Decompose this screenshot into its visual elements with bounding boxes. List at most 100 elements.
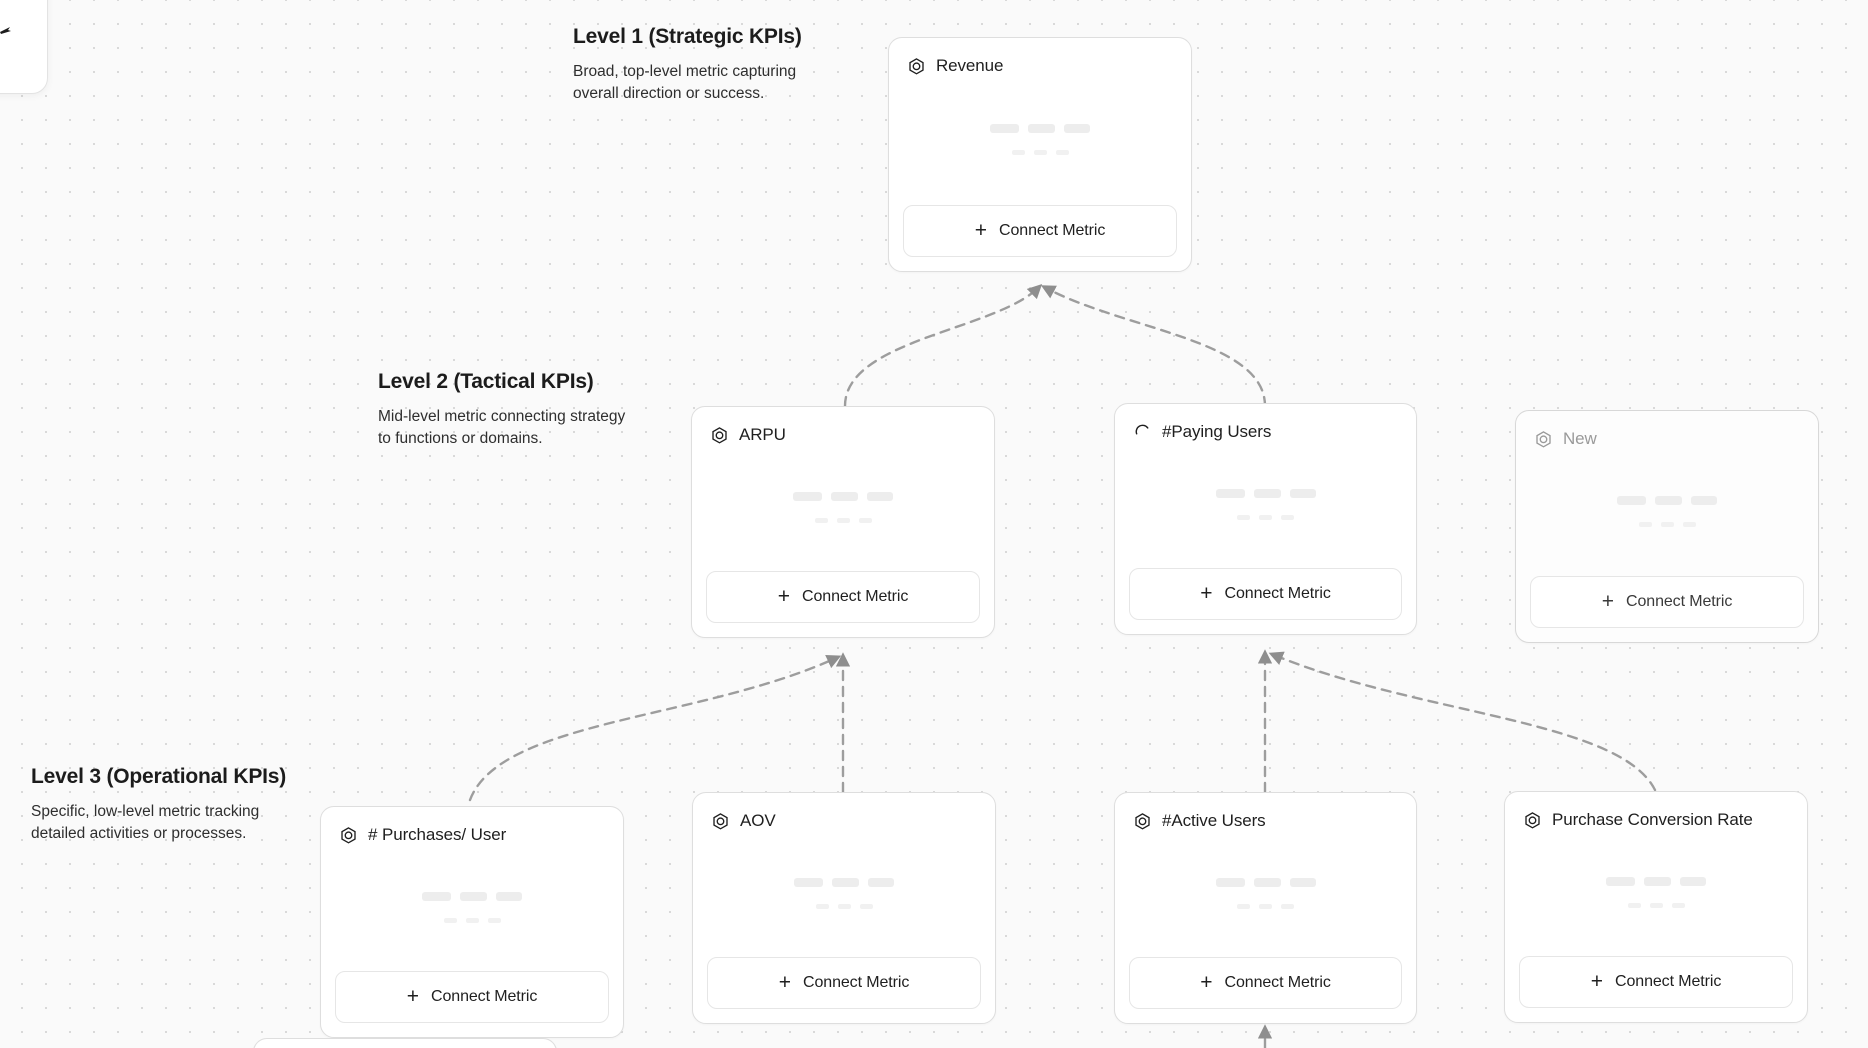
connect-metric-button[interactable]: + Connect Metric (1519, 956, 1793, 1008)
metric-node-purchase-conversion-rate[interactable]: Purchase Conversion Rate + Connect Metri… (1504, 791, 1808, 1023)
skeleton-bar (1215, 488, 1245, 498)
skeleton-bar (443, 917, 457, 923)
level-3-description: Specific, low-level metric tracking deta… (31, 803, 260, 843)
skeleton-bar (465, 917, 479, 923)
skeleton-bar (1028, 124, 1055, 133)
level-1-label-group: Level 1 (Strategic KPIs) Broad, top-leve… (573, 25, 823, 106)
skeleton-bar (1638, 522, 1652, 527)
skeleton-bar (859, 903, 873, 909)
node-header: ARPU (706, 421, 980, 445)
skeleton-bar (990, 124, 1019, 133)
node-skeleton-body (1129, 831, 1402, 957)
hexagon-metric-icon (1536, 430, 1551, 448)
level-3-title: Level 3 (Operational KPIs) (31, 765, 287, 788)
skeleton-bar (422, 891, 451, 901)
metric-node-arpu[interactable]: ARPU + Connect Metric (691, 406, 995, 638)
plus-icon: + (777, 584, 791, 608)
node-header: AOV (707, 807, 981, 831)
skeleton-bar (1259, 514, 1272, 520)
skeleton-bar (1682, 522, 1696, 527)
skeleton-bar (867, 491, 893, 501)
skeleton-row-primary (794, 877, 894, 887)
skeleton-bar (487, 917, 501, 923)
skeleton-bar (1660, 522, 1674, 527)
skeleton-bar (1281, 514, 1294, 520)
connect-metric-button[interactable]: + Connect Metric (1129, 957, 1402, 1009)
node-title: # Purchases/ User (368, 825, 507, 844)
node-skeleton-body (1129, 442, 1402, 568)
skeleton-row-secondary (1237, 514, 1294, 520)
skeleton-bar (794, 877, 823, 887)
hexagon-metric-icon (1525, 811, 1540, 829)
node-title: Revenue (936, 56, 1004, 75)
node-skeleton-body (335, 845, 609, 971)
skeleton-row-primary (1215, 488, 1316, 498)
connect-metric-label: Connect Metric (1615, 973, 1722, 990)
node-header: Purchase Conversion Rate (1519, 806, 1793, 830)
connect-metric-label: Connect Metric (1224, 585, 1331, 602)
connect-metric-button[interactable]: + Connect Metric (1129, 568, 1402, 620)
node-header: # Purchases/ User (335, 821, 609, 845)
skeleton-bar (1237, 903, 1250, 909)
metric-node-aov[interactable]: AOV + Connect Metric (692, 792, 996, 1024)
skeleton-bar (496, 891, 522, 901)
skeleton-row-secondary (1237, 903, 1294, 909)
connect-metric-label: Connect Metric (1626, 593, 1733, 610)
skeleton-bar (1691, 496, 1717, 505)
skeleton-row-secondary (1627, 902, 1685, 908)
node-header: #Paying Users (1129, 418, 1402, 442)
edge-conv-rate-to-paying-users (1268, 651, 1657, 792)
plus-icon: + (778, 970, 792, 994)
skeleton-bar (1253, 488, 1281, 498)
connect-metric-button[interactable]: + Connect Metric (903, 205, 1177, 257)
metric-node-partially-visible-bottom[interactable] (253, 1038, 557, 1048)
hexagon-metric-icon (341, 826, 356, 844)
connect-metric-label: Connect Metric (431, 988, 538, 1005)
floating-toolbar-panel[interactable] (0, 0, 48, 94)
connect-metric-button[interactable]: + Connect Metric (1530, 576, 1804, 628)
level-2-description: Mid-level metric connecting strategy to … (378, 408, 626, 448)
skeleton-bar (1215, 877, 1245, 887)
metric-node-purchases-per-user[interactable]: # Purchases/ User + Connect Metric (320, 806, 624, 1038)
metric-node-new[interactable]: New + Connect Metric (1515, 410, 1819, 643)
skeleton-bar (815, 903, 829, 909)
skeleton-bar (1617, 496, 1646, 505)
level-1-description: Broad, top-level metric capturing overal… (573, 63, 797, 103)
skeleton-row-primary (422, 891, 522, 901)
skeleton-row-primary (990, 124, 1090, 133)
skeleton-bar (1649, 902, 1663, 908)
node-title: Purchase Conversion Rate (1552, 810, 1753, 829)
skeleton-bar (832, 877, 859, 887)
hexagon-metric-icon (712, 426, 727, 444)
skeleton-row-secondary (815, 903, 873, 909)
skeleton-bar (1033, 150, 1047, 155)
skeleton-bar (1055, 150, 1069, 155)
connect-metric-label: Connect Metric (999, 222, 1106, 239)
skeleton-bar (814, 517, 828, 523)
metric-node-paying-users[interactable]: #Paying Users + Connect Metric (1114, 403, 1417, 635)
edge-purchases-to-arpu (468, 655, 842, 802)
node-skeleton-body (706, 445, 980, 571)
plus-icon: + (406, 984, 420, 1008)
connect-metric-button[interactable]: + Connect Metric (706, 571, 980, 623)
skeleton-bar (836, 517, 850, 523)
skeleton-bar (1011, 150, 1025, 155)
metric-node-active-users[interactable]: #Active Users + Connect Metric (1114, 792, 1417, 1024)
node-title: #Active Users (1162, 811, 1266, 830)
plus-icon: + (1200, 970, 1213, 994)
level-2-label-group: Level 2 (Tactical KPIs) Mid-level metric… (378, 370, 628, 451)
skeleton-bar (1064, 124, 1090, 133)
skeleton-row-secondary (443, 917, 501, 923)
connect-metric-button[interactable]: + Connect Metric (707, 957, 981, 1009)
metric-node-revenue[interactable]: Revenue + Connect Metric (888, 37, 1192, 272)
level-1-title: Level 1 (Strategic KPIs) (573, 25, 802, 48)
skeleton-bar (1237, 514, 1250, 520)
node-title: ARPU (739, 425, 786, 444)
skeleton-bar (837, 903, 851, 909)
edge-arpu-to-revenue (843, 283, 1043, 408)
connect-metric-button[interactable]: + Connect Metric (335, 971, 609, 1023)
skeleton-bar (460, 891, 487, 901)
hexagon-metric-icon (1135, 812, 1150, 830)
skeleton-bar (793, 491, 822, 501)
